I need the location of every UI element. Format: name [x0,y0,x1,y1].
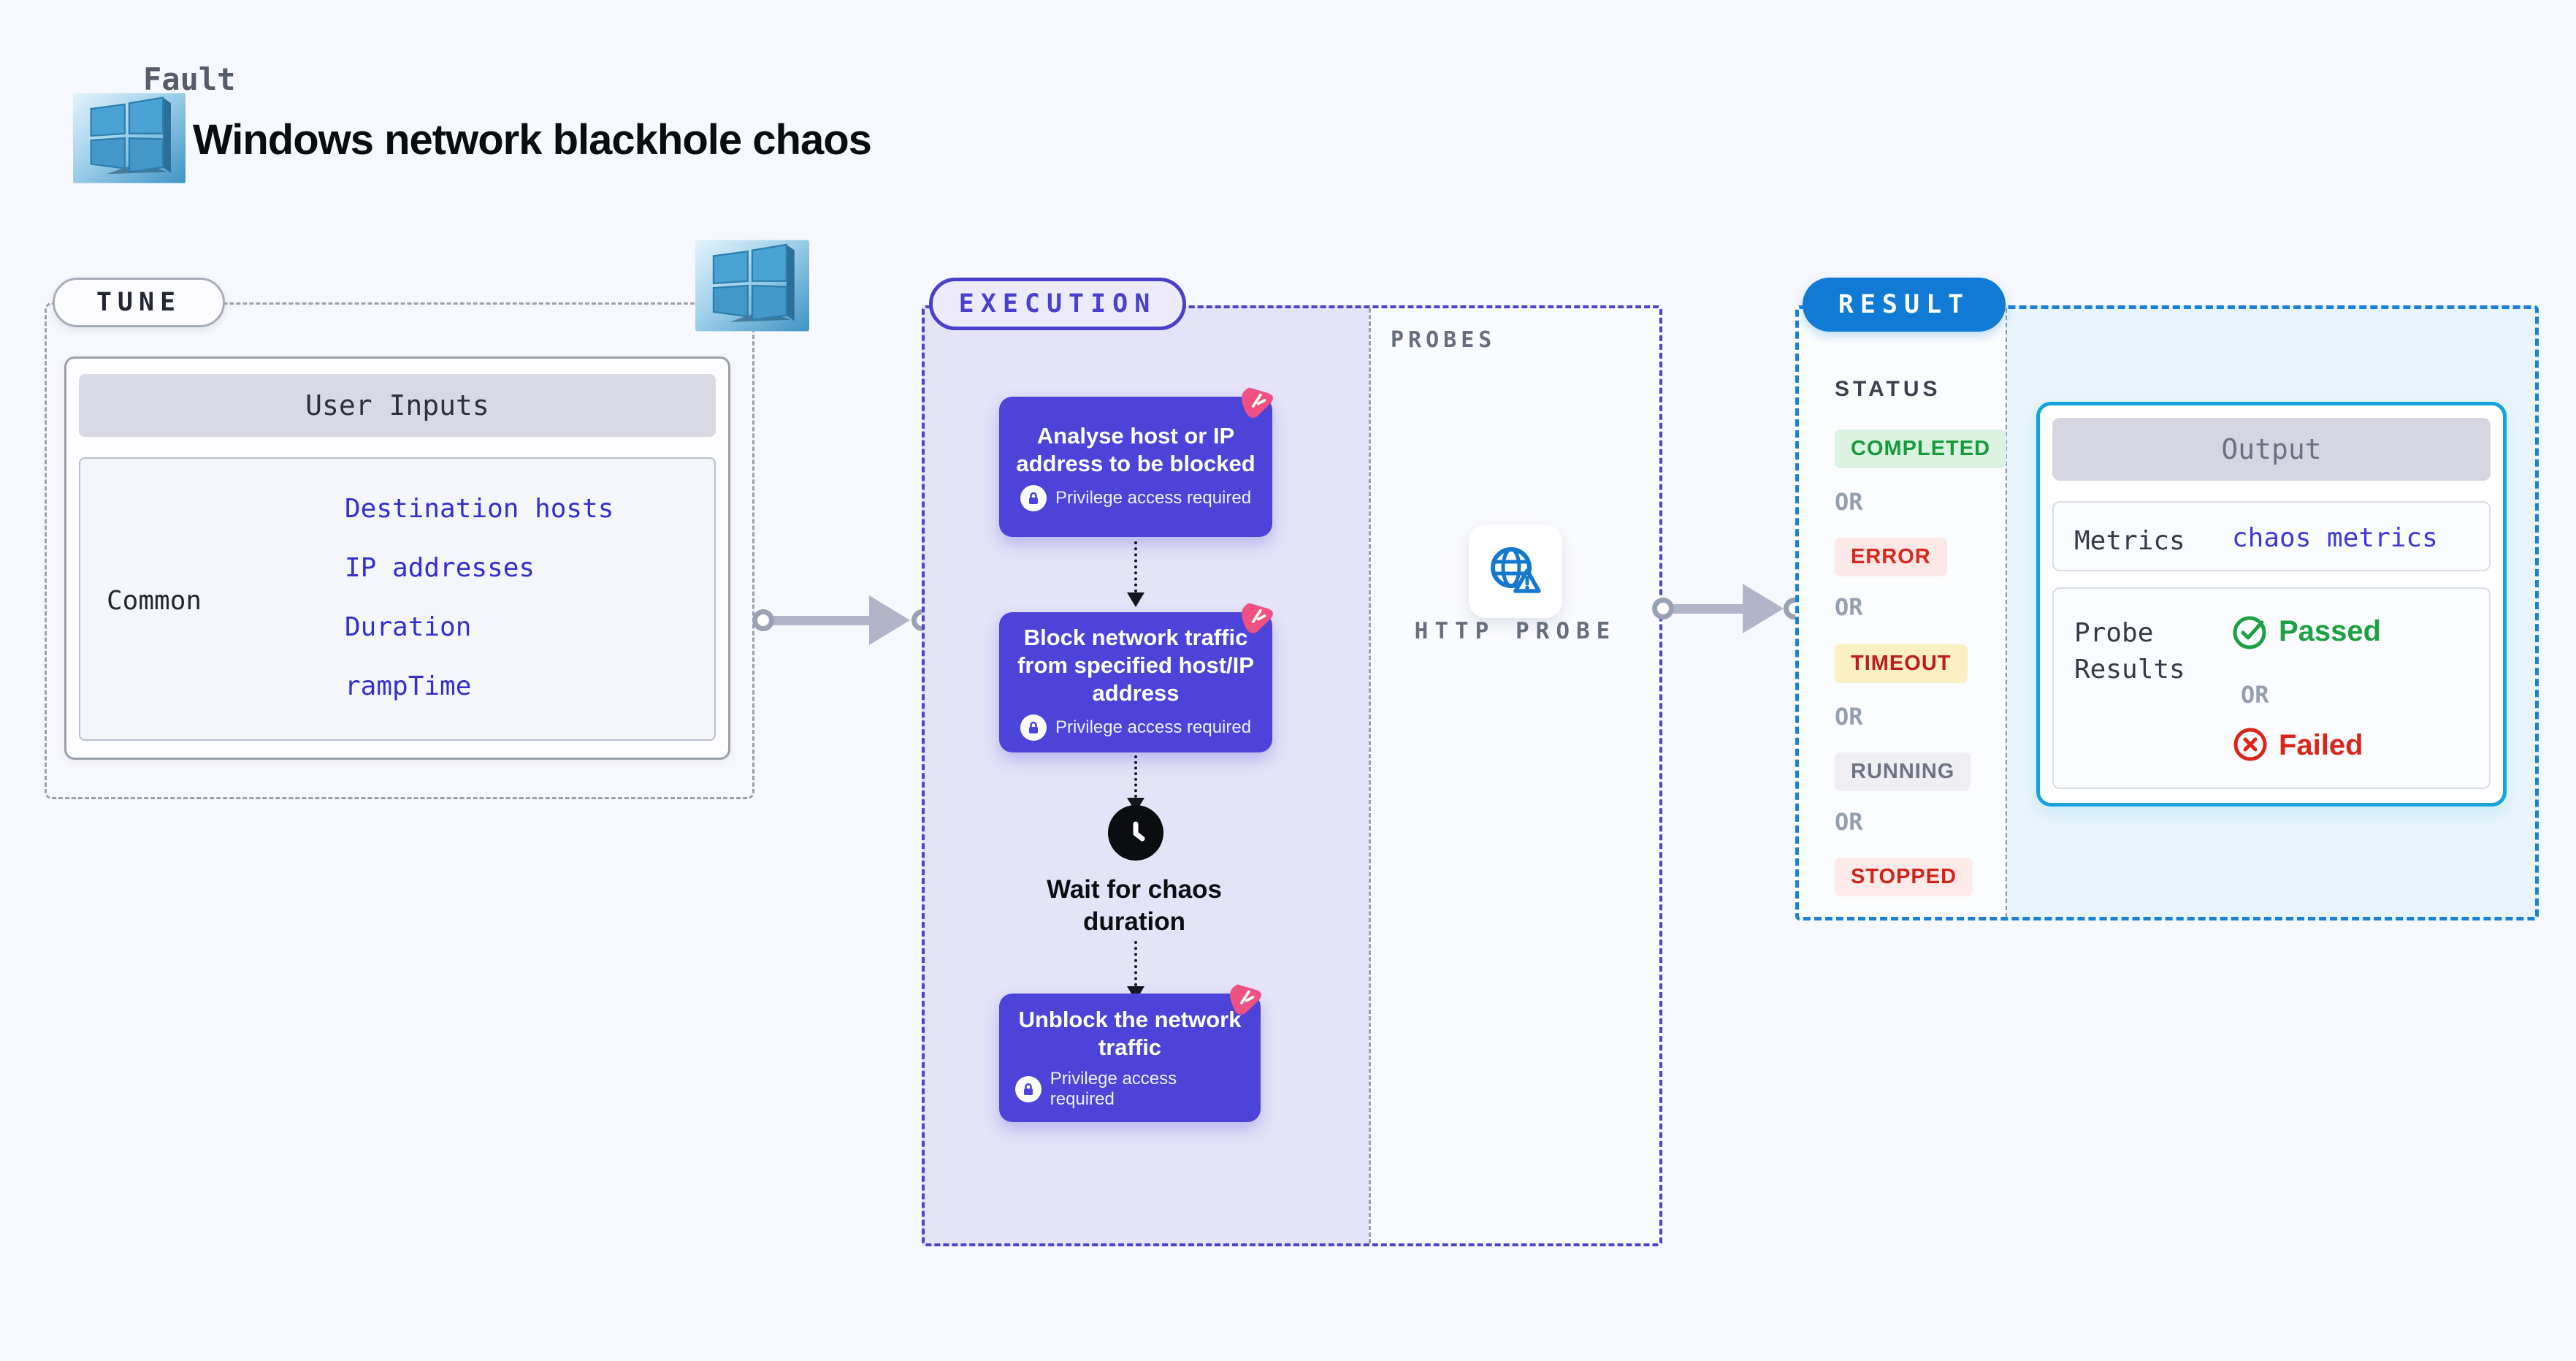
link-destination-hosts[interactable]: Destination hosts [345,494,614,524]
or-separator: OR [2241,681,2269,709]
result-pill: RESULT [1803,278,2006,332]
execution-pill-label: EXECUTION [958,289,1157,319]
chaos-metrics-link[interactable]: chaos metrics [2232,523,2438,553]
connector-line [1673,604,1746,614]
fault-kicker: Fault [143,61,236,97]
connector-line [767,616,869,625]
step-title: Analyse host or IP address to be blocked [1016,423,1255,476]
http-probe-label: HTTP PROBE [1414,618,1617,644]
connector-arrowhead [869,595,910,645]
http-probe-card[interactable] [1469,525,1562,618]
output-header: Output [2052,418,2491,481]
flow-connector [1134,755,1137,798]
windows-logo-icon [73,92,186,184]
lock-icon [1020,714,1047,741]
privilege-row: Privilege access required [1020,484,1252,511]
check-circle-icon [2233,616,2266,649]
page-title: Windows network blackhole chaos [193,116,872,164]
step-unblock-card[interactable]: Unblock the network traffic Privilege ac… [999,978,1266,1122]
x-circle-icon [2233,728,2267,761]
windows-logo-icon [695,240,809,332]
probes-zone-label: PROBES [1391,327,1497,353]
connector-arrowhead [1743,584,1784,633]
step-title: Block network traffic from specified hos… [1017,625,1254,706]
execution-probes-divider [1369,308,1371,1243]
clock-icon [1108,805,1163,861]
chaos-fault-badge-icon [1226,978,1266,1018]
flow-arrowhead [1127,592,1144,607]
or-separator: OR [1835,593,1863,621]
tune-pill: TUNE [53,278,225,327]
tune-links: Destination hosts IP addresses Duration … [345,494,614,701]
user-inputs-title: User Inputs [305,389,489,422]
link-ramptime[interactable]: rampTime [345,671,472,701]
passed-label: Passed [2279,615,2382,647]
connector-start-dot [1652,598,1674,619]
execution-section [922,305,1662,1246]
chaos-fault-badge-icon [1238,381,1278,421]
or-separator: OR [1835,703,1863,731]
tune-pill-label: TUNE [96,288,182,317]
step-block-card[interactable]: Block network traffic from specified hos… [999,597,1278,752]
lock-icon [1015,1075,1042,1102]
output-title: Output [2221,433,2322,465]
metrics-label: Metrics [2074,526,2185,556]
user-inputs-table [79,457,716,741]
status-output-divider [2006,308,2007,918]
probe-results-label: Probe Results [2074,618,2185,685]
common-row-label: Common [107,586,202,616]
flow-connector [1134,541,1137,592]
execution-pill: EXECUTION [929,278,1186,330]
privilege-note: Privilege access required [1055,717,1252,737]
status-badge-completed: COMPLETED [1835,430,2007,468]
or-separator: OR [1835,488,1863,516]
status-column-label: STATUS [1835,377,1941,401]
status-badge-timeout: TIMEOUT [1835,644,1968,683]
globe-alert-icon [1491,547,1541,593]
lock-icon [1020,484,1047,511]
chaos-fault-badge-icon [1238,597,1278,636]
privilege-row: Privilege access required [1020,714,1251,741]
status-badge-stopped: STOPPED [1835,858,1973,896]
flow-connector [1134,941,1137,986]
status-badge-running: RUNNING [1835,752,1971,791]
result-pill-label: RESULT [1838,290,1971,319]
privilege-row: Privilege access required [1015,1069,1245,1110]
probe-results-row: Probe Results Passed OR Failed [2052,587,2491,789]
tune-section [45,302,754,799]
result-section [1795,305,2539,920]
failed-label: Failed [2279,729,2363,761]
privilege-note: Privilege access required [1055,487,1252,508]
wait-step-title: Wait for chaos duration [1047,875,1222,936]
link-duration[interactable]: Duration [345,612,472,642]
step-title: Unblock the network traffic [1018,1007,1242,1060]
or-separator: OR [1835,808,1863,836]
connector-start-dot [752,609,774,631]
probes-zone-bg [1369,305,1662,1246]
user-inputs-header: User Inputs [79,374,716,437]
status-badge-error: ERROR [1835,538,1947,576]
metrics-row: Metrics chaos metrics [2052,501,2491,571]
privilege-note: Privilege access required [1050,1068,1177,1109]
step-analyse-card[interactable]: Analyse host or IP address to be blocked… [999,381,1278,537]
result-status-zone-bg [1795,305,2006,920]
link-ip-addresses[interactable]: IP addresses [345,553,535,583]
